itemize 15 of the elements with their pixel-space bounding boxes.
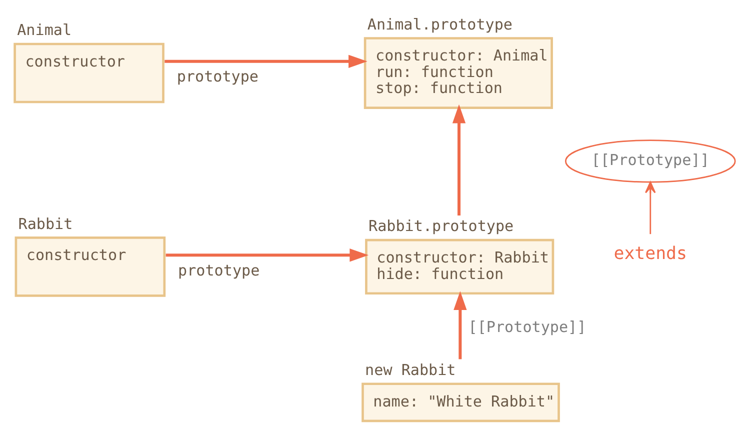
arrow (453, 291, 466, 360)
node-label: Rabbit.prototype (368, 217, 514, 236)
edge-label: prototype (176, 68, 258, 86)
node-label: Animal (16, 21, 72, 40)
arrow (644, 181, 656, 234)
arrow (165, 248, 368, 262)
edge-label: prototype (178, 261, 260, 280)
node-label: Animal.prototype (366, 15, 512, 34)
node-text: extends (613, 244, 686, 264)
arrow (452, 104, 466, 216)
node-label: Rabbit (18, 214, 72, 233)
node-ellipse: [[Prototype]] (564, 140, 736, 183)
edge-label: [[Prototype]] (468, 318, 586, 336)
node-label: new Rabbit (364, 361, 456, 380)
arrow (164, 54, 367, 68)
